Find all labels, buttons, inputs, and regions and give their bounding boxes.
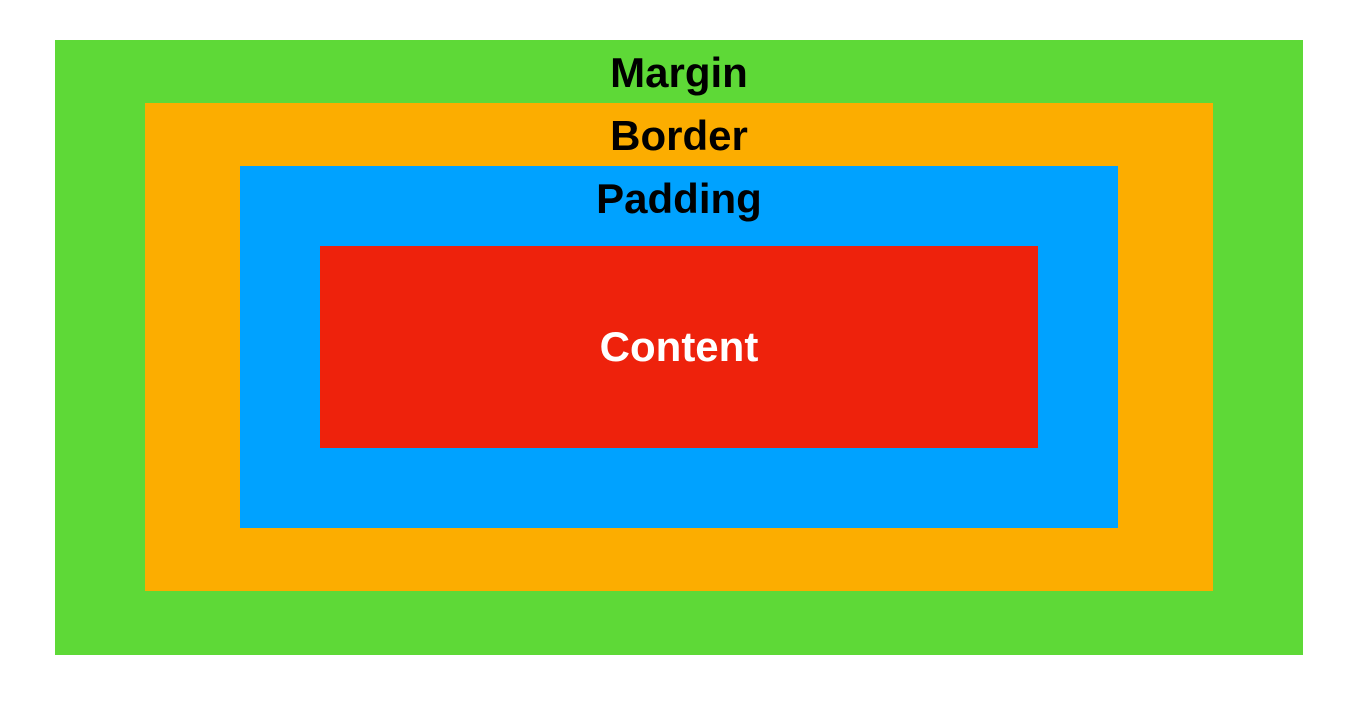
- border-label: Border: [610, 112, 748, 159]
- content-layer: Content: [320, 246, 1038, 448]
- margin-label: Margin: [610, 49, 748, 96]
- padding-label: Padding: [596, 175, 762, 222]
- content-label: Content: [599, 323, 759, 370]
